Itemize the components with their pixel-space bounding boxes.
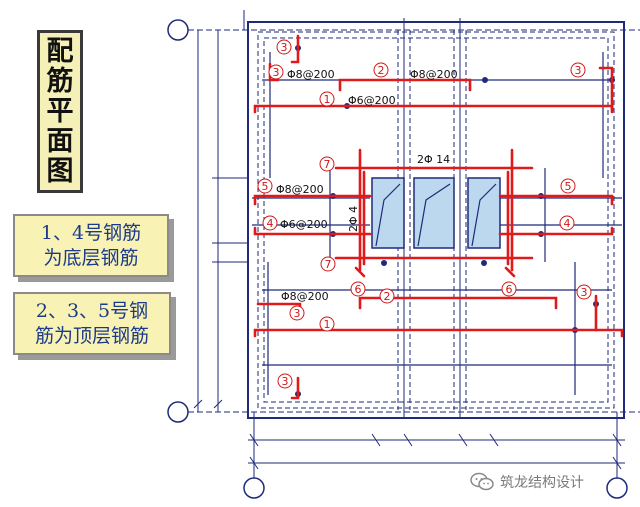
opening-2 — [413, 177, 455, 249]
label-phi8-left: Φ8@200 — [276, 183, 324, 196]
note-bottom-layer: 1、4号钢筋 为底层钢筋 — [13, 214, 169, 277]
label-phi8-low: Φ8@200 — [281, 290, 329, 303]
note-1-line-2: 为底层钢筋 — [43, 246, 139, 269]
marker-5a: 5 — [262, 180, 269, 193]
marker-3c: 3 — [575, 64, 582, 77]
marker-7a: 7 — [324, 158, 331, 171]
note-top-layer: 2、3、5号钢 筋为顶层钢筋 — [13, 292, 171, 355]
marker-2b: 2 — [384, 290, 391, 303]
axis-bubble-bottom-left — [167, 401, 189, 423]
label-bar-14: 2Φ 14 — [417, 153, 450, 166]
note-1-line-1: 1、4号钢筋 — [40, 221, 142, 244]
label-phi6-top: Φ6@200 — [348, 94, 396, 107]
rebar-lines — [253, 34, 624, 400]
marker-3d: 3 — [581, 286, 588, 299]
marker-3f: 3 — [282, 375, 289, 388]
rebar-labels: Φ8@200 Φ8@200 Φ6@200 2Φ 14 Φ8@200 Φ6@200… — [276, 68, 458, 303]
marker-3b: 3 — [273, 66, 280, 79]
drawing-title: 配 筋 平 面 图 — [37, 30, 83, 193]
marker-3a: 3 — [281, 41, 288, 54]
marker-1a: 1 — [324, 93, 331, 106]
opening-1 — [371, 177, 405, 249]
label-bar-vert: 2Φ 4 — [347, 206, 360, 232]
axis-lines — [188, 10, 640, 478]
marker-5b: 5 — [565, 180, 572, 193]
bar-number-markers: 3 3 2 3 1 7 5 5 4 4 7 6 2 6 3 3 1 3 — [257, 39, 592, 389]
label-phi8-top: Φ8@200 — [287, 68, 335, 81]
title-char-5: 图 — [46, 155, 74, 187]
title-char-4: 面 — [46, 125, 74, 157]
openings — [371, 177, 501, 249]
marker-2a: 2 — [378, 64, 385, 77]
title-char-1: 配 — [46, 36, 74, 68]
title-char-3: 平 — [46, 95, 74, 127]
marker-4b: 4 — [564, 217, 571, 230]
axis-bubble-top-left — [167, 19, 189, 41]
marker-7b: 7 — [325, 258, 332, 271]
label-phi8-mid: Φ8@200 — [410, 68, 458, 81]
wechat-icon — [470, 472, 494, 491]
title-char-2: 筋 — [46, 66, 74, 98]
label-phi6-left: Φ6@200 — [280, 218, 328, 231]
opening-3 — [467, 177, 501, 249]
watermark-text: 筑龙结构设计 — [500, 475, 584, 491]
distribution-bars — [252, 52, 622, 395]
marker-6b: 6 — [506, 283, 513, 296]
marker-3e: 3 — [294, 307, 301, 320]
axis-bubble-bottom-1 — [243, 477, 265, 499]
axis-bubble-bottom-2 — [606, 477, 628, 499]
watermark: 筑龙结构设计 — [470, 472, 584, 492]
note-2-line-1: 2、3、5号钢 — [35, 299, 149, 322]
marker-1b: 1 — [324, 318, 331, 331]
marker-6a: 6 — [355, 283, 362, 296]
marker-4a: 4 — [267, 217, 274, 230]
note-2-line-2: 筋为顶层钢筋 — [34, 324, 149, 347]
